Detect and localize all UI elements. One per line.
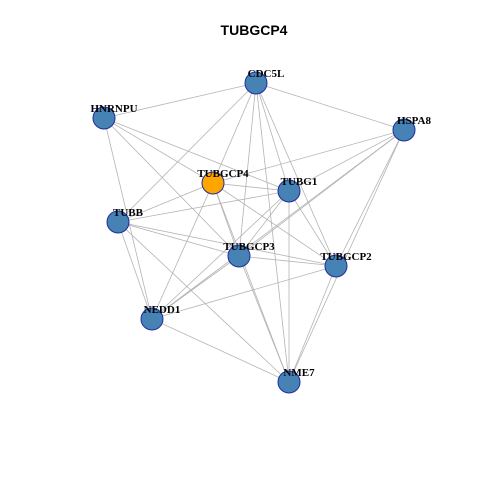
edge-tubgcp4-tubg1 [212,182,290,192]
edge-tubg1-tubb [117,190,290,223]
edge-tubgcp3-nedd1 [151,255,240,320]
node-tubb: TUBB [106,207,144,234]
node-tubgcp3: TUBGCP3 [223,241,275,268]
node-tubgcp4: TUBGCP4 [197,168,249,195]
node-label-tubgcp3: TUBGCP3 [223,241,275,253]
edge-cdc5l-tubgcp2 [255,82,337,267]
edge-hnrnpu-tubgcp4 [103,117,214,184]
node-tubgcp2: TUBGCP2 [320,251,372,278]
edge-tubgcp3-tubgcp2 [238,255,337,267]
edge-tubgcp3-nme7 [238,255,290,383]
node-hnrnpu: HNRNPU [90,103,138,130]
edge-nedd1-nme7 [151,318,290,383]
edge-tubg1-tubgcp2 [288,190,337,267]
node-circle-tubg1 [277,179,301,203]
edge-hnrnpu-tubg1 [103,117,290,192]
node-nme7: NME7 [277,367,315,394]
edge-hnrnpu-tubgcp3 [103,117,240,257]
node-label-nedd1: NEDD1 [144,304,181,316]
edge-tubb-tubgcp2 [117,221,337,267]
edge-hspa8-nme7 [288,129,405,383]
edge-cdc5l-tubb [117,82,257,223]
node-circle-cdc5l [244,71,268,95]
edge-cdc5l-tubgcp3 [238,82,257,257]
node-label-tubg1: TUBG1 [281,176,318,188]
edge-tubb-nedd1 [117,221,153,320]
edge-tubgcp4-nme7 [212,182,290,383]
edge-hspa8-tubg1 [288,129,405,192]
node-circle-hspa8 [392,118,416,142]
node-label-cdc5l: CDC5L [248,68,285,80]
node-circle-hnrnpu [92,106,116,130]
edge-hspa8-nedd1 [151,129,405,320]
edge-tubgcp4-tubgcp2 [212,182,337,267]
edge-hspa8-tubgcp4 [212,129,405,184]
node-label-tubgcp4: TUBGCP4 [197,168,249,180]
edge-tubgcp2-nedd1 [151,265,337,320]
edge-hspa8-tubgcp2 [335,129,405,267]
edge-tubb-nme7 [117,221,290,383]
node-label-nme7: NME7 [283,367,315,379]
node-circle-nedd1 [140,307,164,331]
edge-cdc5l-hspa8 [255,82,405,131]
edge-cdc5l-tubgcp4 [212,82,257,184]
edge-cdc5l-tubg1 [255,82,290,192]
edge-layer [103,82,405,383]
edge-cdc5l-nme7 [255,82,290,383]
node-label-tubgcp2: TUBGCP2 [320,251,372,263]
node-circle-tubgcp3 [227,244,251,268]
edge-tubb-tubgcp3 [117,221,240,257]
node-hspa8: HSPA8 [392,115,432,142]
node-circle-tubgcp2 [324,254,348,278]
node-label-tubb: TUBB [113,207,144,219]
diagram-title: TUBGCP4 [221,22,288,38]
edge-tubg1-nedd1 [151,190,290,320]
node-label-hspa8: HSPA8 [397,115,432,127]
node-circle-tubb [106,210,130,234]
node-circle-nme7 [277,370,301,394]
edge-tubgcp4-tubb [117,182,214,223]
node-cdc5l: CDC5L [244,68,285,95]
node-nedd1: NEDD1 [140,304,181,331]
edge-tubgcp4-nedd1 [151,182,214,320]
edge-tubgcp2-nme7 [288,265,337,383]
node-circle-tubgcp4 [201,171,225,195]
edge-hnrnpu-cdc5l [103,82,257,119]
edge-tubg1-tubgcp3 [238,190,290,257]
node-label-hnrnpu: HNRNPU [90,103,137,115]
node-tubg1: TUBG1 [277,176,318,203]
